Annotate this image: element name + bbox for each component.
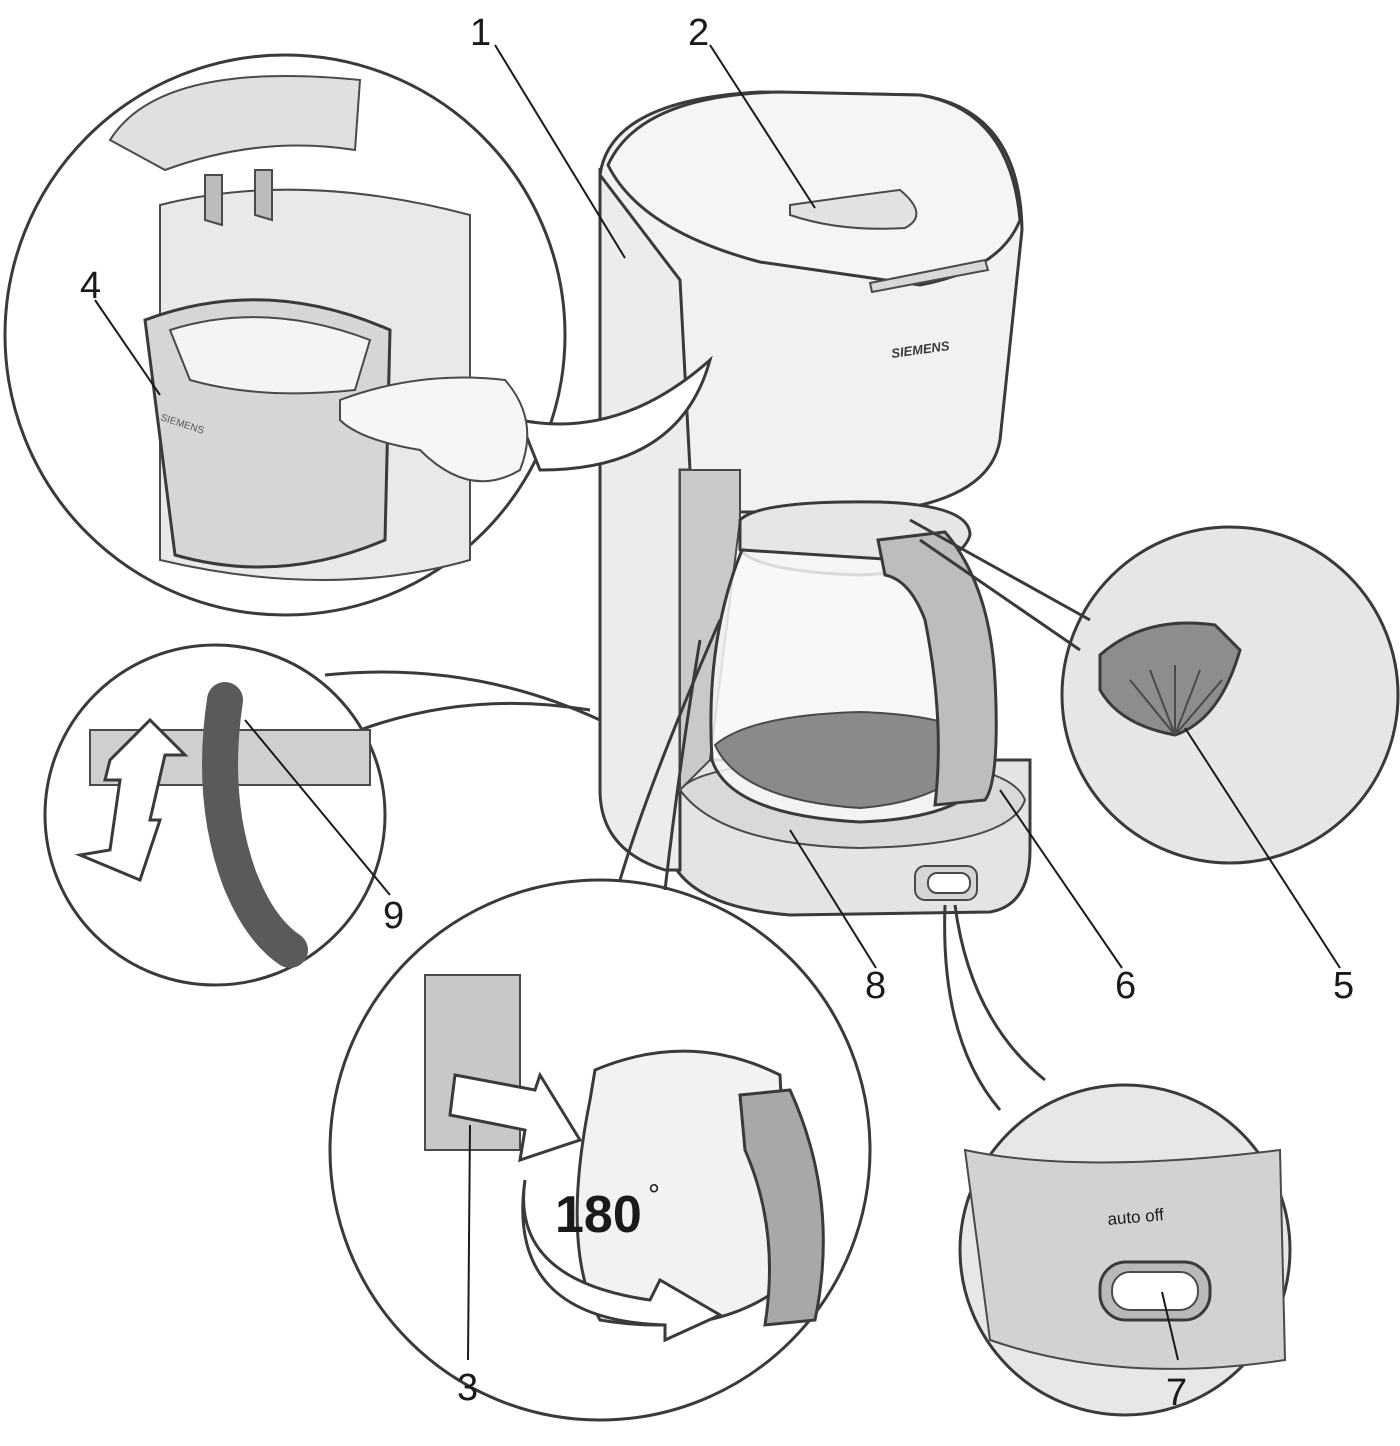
lid [606,90,1022,287]
callout-8: 8 [865,965,886,1007]
callout-1: 1 [470,12,491,54]
detail-cable-pointer [324,670,601,732]
carafe [709,500,998,824]
rotate-arrow-icon [521,1179,724,1343]
detail-filter-pointer [517,355,713,472]
rotation-angle-label: 180 [555,1186,642,1244]
base-detail-7 [963,1148,1287,1370]
detail-cable-storage [43,643,601,987]
callout-2: 2 [688,12,709,54]
lid-edge [868,258,990,294]
detail-drip-stop [909,518,1400,865]
detail-filter-holder: SIEMENS [3,53,713,617]
callout-4: 4 [80,265,101,307]
handle-detail-3 [738,1088,825,1327]
callout-3: 3 [457,1367,478,1409]
detail-carafe-rotation: 180 ° [328,619,872,1422]
callout-5: 5 [1333,965,1354,1007]
callout-6: 6 [1115,965,1136,1007]
leader-lines [94,44,1341,1361]
callout-numbers: 1 2 3 4 5 6 7 8 9 [80,12,1354,1414]
detail-switch-pointer [943,904,1046,1111]
callout-7: 7 [1166,1372,1187,1414]
detail-drip-pointer [909,518,1091,652]
onoff-switch [927,872,971,894]
filter-basket [168,316,372,395]
callout-9: 9 [383,895,404,937]
valve-ribs [1129,665,1223,736]
drip-stop-valve [1098,621,1242,737]
lid-knob [789,188,918,230]
insert-arrow-icon [448,1071,583,1163]
double-arrow-icon [74,717,189,883]
power-cable [202,682,308,968]
auto-off-label: auto off [1107,1205,1165,1229]
auto-off-switch [1111,1271,1199,1311]
detail-auto-off-switch: auto off [943,904,1292,1417]
hand-detail [339,376,529,483]
carafe-handle [876,530,998,807]
degree-symbol: ° [648,1179,660,1212]
coffee-maker: SIEMENS [598,90,1032,917]
hinge-clips [204,169,273,227]
open-lid-detail [108,75,362,172]
detail-rotation-pointer [618,619,722,891]
